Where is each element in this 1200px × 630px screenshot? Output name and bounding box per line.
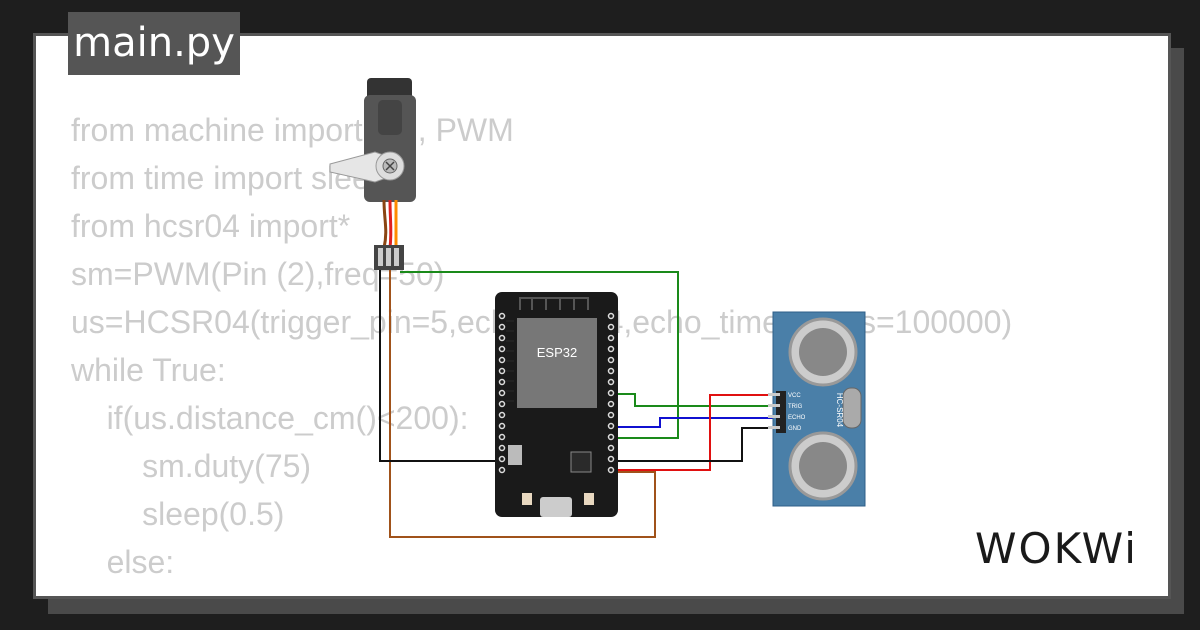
file-title: main.py — [68, 12, 240, 75]
sensor-pin-labels: VCC TRIG ECHO GND — [788, 393, 806, 432]
esp32-module — [517, 318, 597, 408]
usb-port — [540, 497, 572, 517]
wire-vcc — [612, 394, 778, 471]
transducer-bottom-mesh — [799, 442, 847, 490]
hcsr04-sensor[interactable]: HC-SR04 VCC TRIG ECHO GND — [768, 311, 866, 507]
servo-mount-top — [367, 78, 412, 100]
transducer-top-mesh — [799, 328, 847, 376]
connector-pin — [386, 248, 391, 266]
connector-pin — [394, 248, 399, 266]
crystal — [842, 387, 862, 429]
wire-servo-signal — [400, 271, 679, 439]
pin-label-vcc: VCC — [788, 393, 801, 399]
pin-label-echo: ECHO — [788, 415, 806, 421]
code-line: while True: — [71, 352, 226, 388]
wires — [379, 268, 778, 538]
wire-servo-gnd — [379, 268, 498, 462]
servo-top-plate — [378, 100, 402, 135]
esp32-header-right — [607, 312, 615, 474]
sensor-label: HC-SR04 — [835, 393, 844, 428]
wire-echo — [612, 417, 778, 428]
code-line: from hcsr04 import* — [71, 208, 351, 244]
wire-gnd — [612, 427, 778, 462]
esp32-board[interactable]: ESP32 — [495, 292, 618, 517]
boot-button[interactable] — [522, 493, 532, 505]
voltage-regulator — [508, 445, 522, 465]
wire-servo-power — [389, 268, 656, 538]
pin-label-gnd: GND — [788, 426, 802, 432]
servo-wire-red — [388, 199, 393, 249]
esp32-pins-left — [506, 320, 514, 402]
esp32-label: ESP32 — [537, 345, 577, 360]
code-line: sm.duty(75) — [71, 448, 312, 484]
esp32-header-left — [498, 312, 506, 474]
sensor-pin-header — [768, 391, 786, 433]
usb-chip — [570, 451, 592, 473]
code-line: sm.duty(125) — [71, 586, 1012, 596]
servo-motor[interactable] — [329, 78, 416, 270]
antenna-trace — [519, 297, 589, 310]
wire-trig — [612, 393, 778, 407]
pin-label-trig: TRIG — [788, 404, 803, 410]
code-line: sleep(0.5) — [71, 496, 285, 532]
code-line: if(us.distance_cm()<200): — [71, 400, 469, 436]
connector-pin — [378, 248, 383, 266]
code-line: sm=PWM(Pin (2),freq=50) — [71, 256, 445, 292]
servo-wire-brown — [382, 199, 388, 249]
reset-button[interactable] — [584, 493, 594, 505]
screw-cross-icon — [385, 161, 395, 171]
wokwi-logo: WOKWi — [975, 524, 1138, 573]
code-line: else: — [71, 544, 175, 580]
